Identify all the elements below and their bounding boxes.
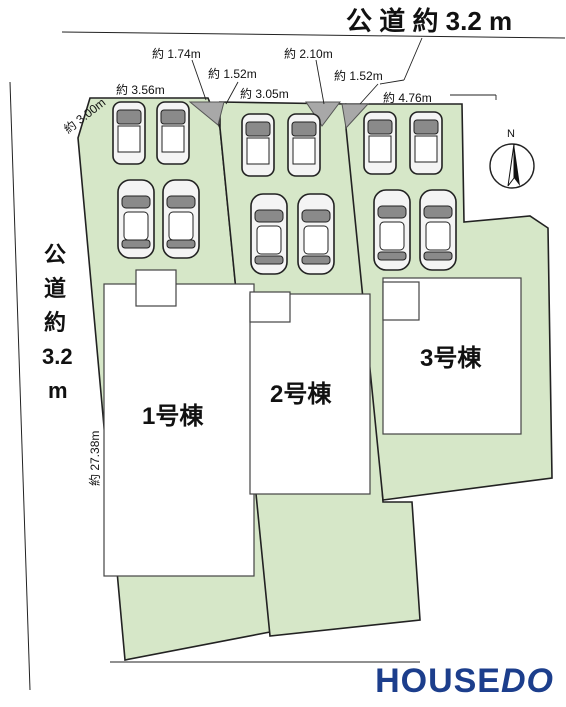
- measure-2738: 約 27.38m: [87, 431, 102, 486]
- shed-3: [382, 281, 420, 321]
- measure-356: 約 3.56m: [116, 82, 165, 97]
- logo-text-do: DO: [501, 662, 554, 700]
- measure-476: 約 4.76m: [383, 90, 432, 105]
- road-left-label: 公 道 約 3.2 m: [42, 242, 73, 403]
- building-2: [249, 293, 371, 495]
- road-edge-top: [61, 31, 566, 39]
- logo-text: HOUSE: [375, 662, 501, 700]
- measure-174: 約 1.74m: [152, 46, 201, 61]
- corner-cut-3: [341, 103, 370, 130]
- shed-2: [249, 291, 291, 323]
- car-1a: [112, 101, 146, 165]
- corner-cut-1: [188, 101, 225, 126]
- car-3d: [419, 189, 457, 271]
- car-3b: [409, 111, 443, 175]
- measure-152a: 約 1.52m: [208, 66, 257, 81]
- car-2b: [287, 113, 321, 177]
- car-2d: [297, 193, 335, 275]
- housedo-logo: HOUSEDO: [375, 662, 554, 701]
- house-3-label: 3号棟: [420, 345, 482, 372]
- shed-1: [135, 269, 177, 307]
- road-left-4: 3.2: [42, 344, 73, 369]
- compass-icon: N: [489, 128, 535, 189]
- house-2-label: 2号棟: [270, 381, 332, 408]
- road-left-2: 道: [44, 276, 66, 301]
- car-2c: [250, 193, 288, 275]
- measure-152b: 約 1.52m: [334, 68, 383, 83]
- car-1d: [162, 179, 200, 259]
- building-1: [103, 283, 255, 577]
- car-3a: [363, 111, 397, 175]
- road-left-1: 公: [44, 242, 66, 267]
- leader-lines: [191, 37, 497, 105]
- road-edge-left: [9, 81, 31, 691]
- car-2a: [241, 113, 275, 177]
- car-1c: [117, 179, 155, 259]
- road-left-5: m: [48, 378, 68, 403]
- compass-label: N: [507, 128, 515, 140]
- road-top-label: 公 道 約 3.2 m: [346, 6, 512, 36]
- road-left-3: 約: [44, 310, 66, 335]
- car-1b: [156, 101, 190, 165]
- car-3c: [373, 189, 411, 271]
- measure-305: 約 3.05m: [240, 86, 289, 101]
- house-1-label: 1号棟: [142, 403, 204, 430]
- measure-210: 約 2.10m: [284, 46, 333, 61]
